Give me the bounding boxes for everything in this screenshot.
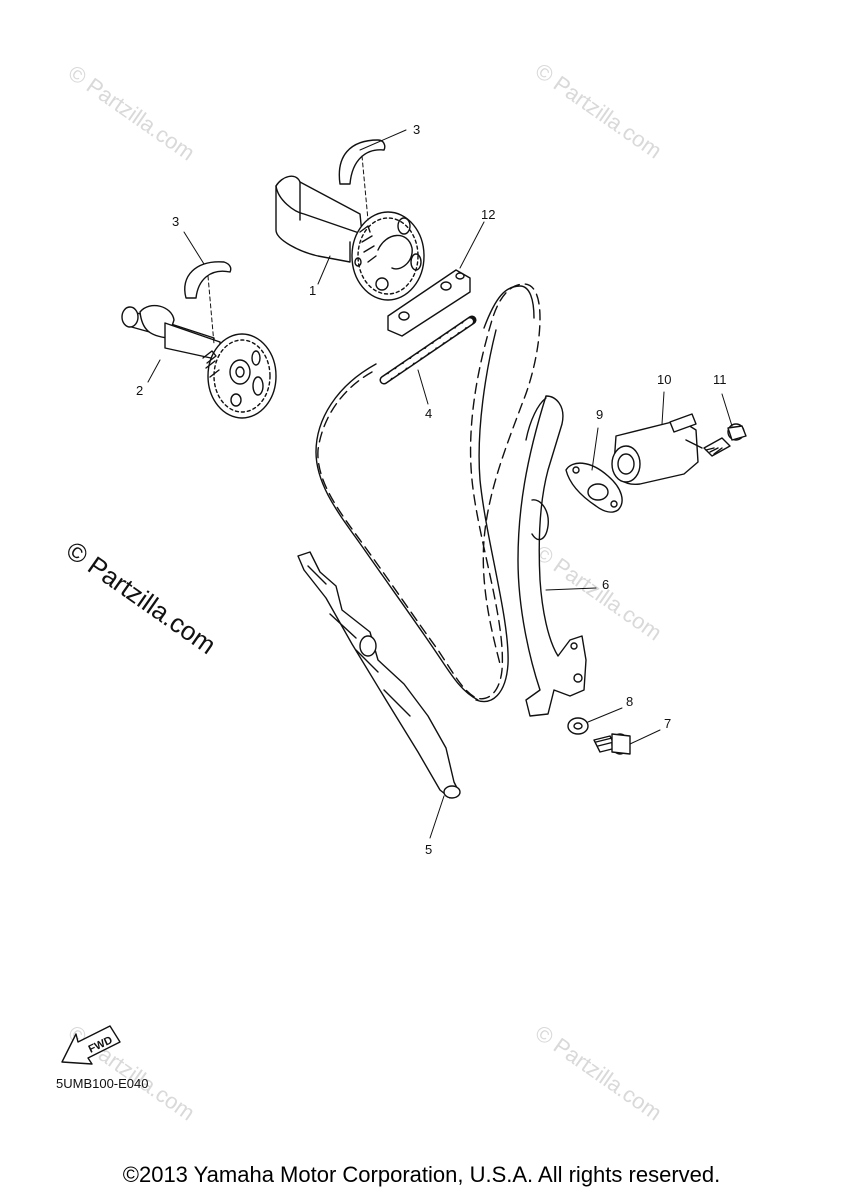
diagram-code: 5UMB100-E040	[56, 1076, 149, 1091]
callout-5: 5	[425, 842, 433, 857]
cam-chain-tensioner	[611, 413, 703, 485]
tensioner-bolt	[703, 423, 747, 457]
chain-guide-plate	[387, 269, 471, 337]
callout-4: 4	[425, 406, 433, 421]
chain-tensioner-guide	[297, 551, 461, 799]
timing-chain	[315, 283, 541, 703]
clip-left	[184, 261, 232, 299]
leader-lines	[147, 129, 733, 839]
callout-8: 8	[626, 694, 634, 709]
callout-3-left: 3	[172, 214, 180, 229]
callout-2: 2	[136, 383, 144, 398]
callout-7: 7	[664, 716, 672, 731]
copyright-text: ©2013 Yamaha Motor Corporation, U.S.A. A…	[122, 1162, 721, 1187]
callout-12: 12	[481, 207, 496, 222]
callout-6: 6	[602, 577, 610, 592]
fwd-arrow-icon	[61, 1025, 121, 1065]
guide-bolt	[593, 733, 631, 755]
clip-upper	[338, 139, 386, 185]
callout-3-upper: 3	[413, 122, 421, 137]
camshaft-exhaust	[121, 304, 277, 419]
washer	[567, 717, 589, 735]
callout-10: 10	[657, 372, 672, 387]
callout-1: 1	[309, 283, 317, 298]
callout-9: 9	[596, 407, 604, 422]
chain-guide	[517, 395, 587, 717]
callout-11: 11	[713, 372, 727, 387]
camshaft-intake	[275, 175, 425, 301]
